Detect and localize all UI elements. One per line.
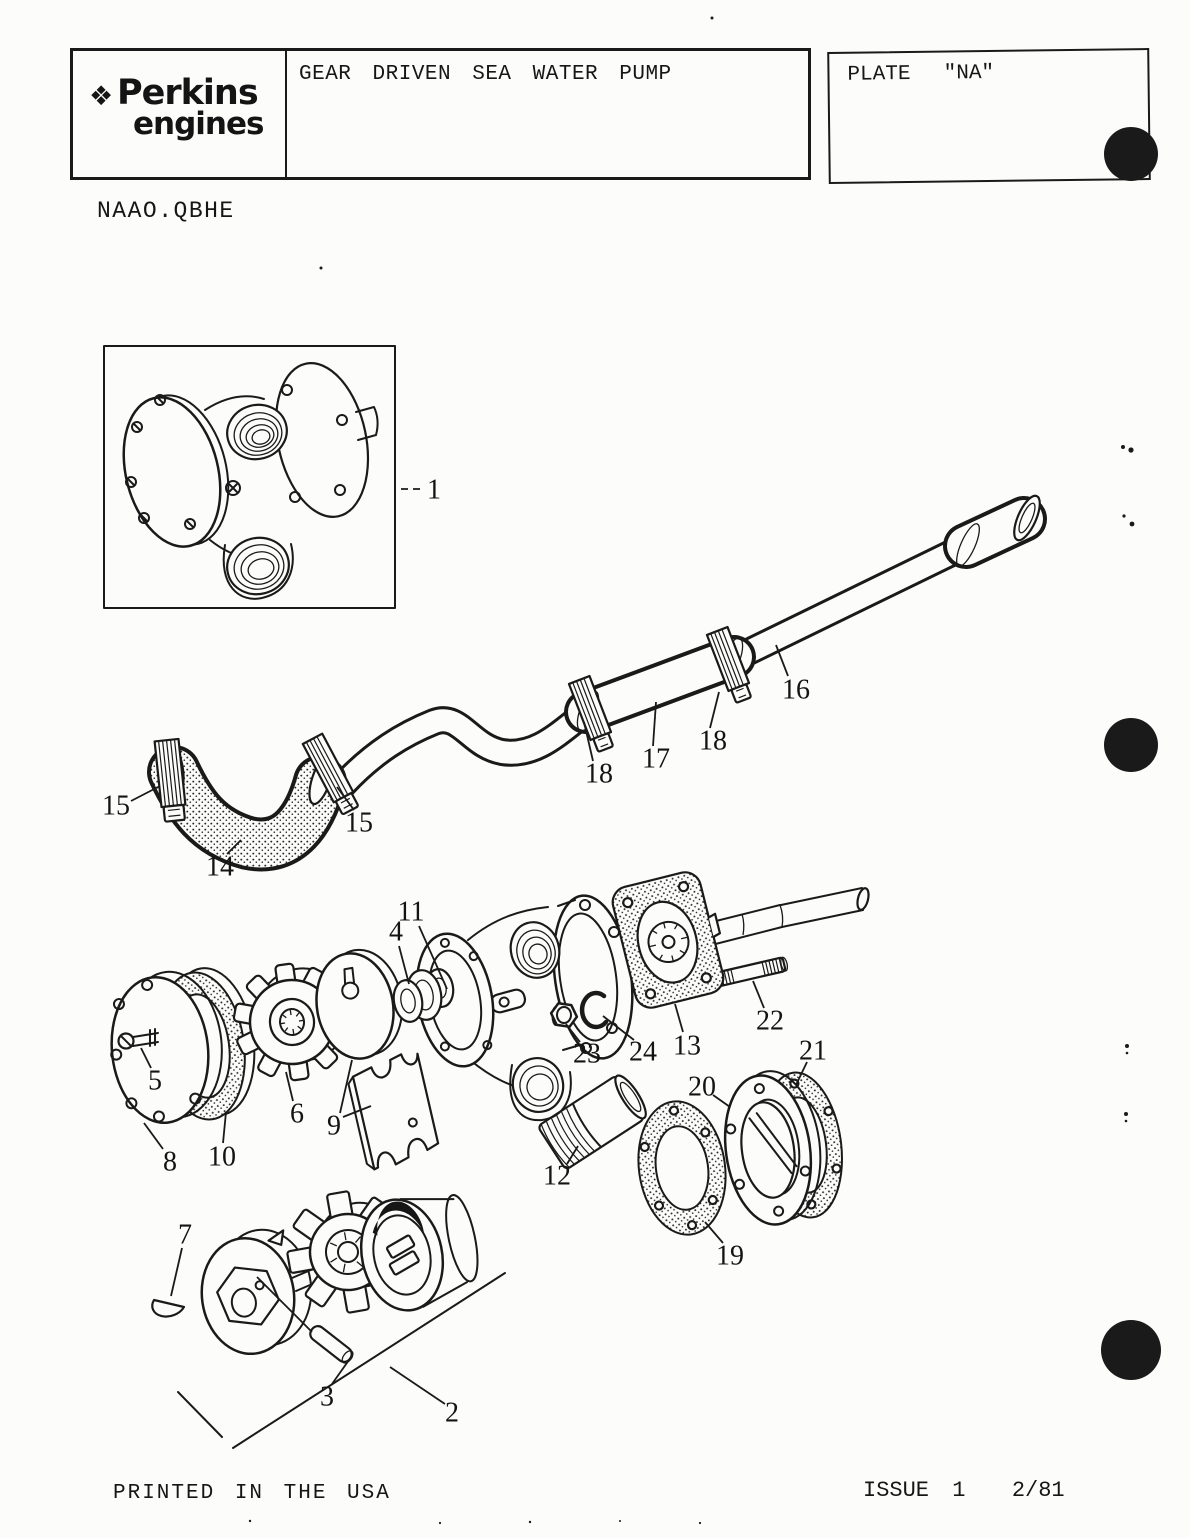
part-flange-20: [723, 1070, 822, 1226]
brand-name-line2: engines: [133, 106, 264, 142]
part-gasket-13: [611, 871, 725, 1009]
callout-label-13: 13: [673, 1031, 701, 1062]
callout-leader-12: [566, 1145, 579, 1165]
callout-label-4: 4: [389, 917, 403, 948]
callout-label-3: 3: [320, 1382, 334, 1413]
part-clamp-18-right: [705, 625, 752, 704]
part-water-pipe-16: [330, 494, 1047, 798]
callout-leader-18: [583, 721, 594, 762]
part-stud-22: [713, 956, 789, 988]
callout-label-2: 2: [445, 1398, 459, 1429]
callout-label-23: 23: [573, 1039, 601, 1070]
callout-leader-7: [170, 1247, 183, 1297]
callout-leader-16: [775, 644, 789, 677]
callout-leader-14: [226, 839, 242, 855]
part-impeller-6: [232, 962, 352, 1082]
extra-leader-0: [342, 1105, 372, 1118]
callout-leader-19: [704, 1221, 724, 1244]
callout-label-11: 11: [398, 897, 425, 928]
callout-label-5: 5: [148, 1066, 162, 1097]
part-gasket-19: [637, 1100, 727, 1236]
callout-leader-5: [140, 1047, 152, 1069]
callout-leader-6: [285, 1071, 294, 1102]
callout-leader-10: [222, 1111, 227, 1144]
part-adapter-12: [538, 1074, 647, 1170]
assembly-bracket-2: [177, 1272, 506, 1449]
callout-label-20: 20: [688, 1072, 716, 1103]
engine-code-stamp: NAAO.QBHE: [97, 198, 235, 224]
callout-label-8: 8: [163, 1147, 177, 1178]
part-clamp-18-left: [567, 674, 614, 753]
punch-hole-dot-0: [1104, 127, 1158, 181]
callout-leader-15: [336, 786, 355, 811]
callout-label-15: 15: [345, 808, 373, 839]
brand-name-line1: Perkins: [117, 73, 259, 113]
callout-leader-11: [418, 925, 448, 990]
callout-leader-13: [674, 1003, 684, 1033]
callout-label-6: 6: [290, 1099, 304, 1130]
callout-label-1: 1: [427, 475, 441, 506]
cover-screws-inset: [125, 394, 241, 530]
callout-label-10: 10: [208, 1142, 236, 1173]
part-cam-9: [347, 1052, 440, 1171]
callout-leader-23: [565, 1023, 581, 1043]
part-pin-3: [309, 1325, 354, 1364]
extra-leader-1: [256, 1276, 313, 1333]
callout-leader-4: [398, 945, 410, 985]
callout-label-24: 24: [629, 1037, 657, 1068]
callout-leader-17: [652, 701, 657, 747]
callout-label-14: 14: [206, 852, 234, 883]
issue-label: ISSUE 1 2/81: [863, 1478, 1065, 1503]
part-key-7: [151, 1298, 186, 1318]
part-wear-plate: [315, 948, 404, 1060]
callout-label-18: 18: [585, 759, 613, 790]
perkins-logo: ❖ Perkins engines: [73, 51, 285, 177]
callout-leader-2: [389, 1366, 446, 1405]
punch-hole-dot-1: [1104, 718, 1158, 772]
callout-leader-22: [752, 980, 765, 1009]
callout-leader-8: [143, 1122, 164, 1150]
callout-label-15: 15: [102, 791, 130, 822]
part-coupling-drum: [359, 1194, 479, 1312]
part-clamp-15-left: [153, 737, 187, 823]
callout-label-21: 21: [799, 1036, 827, 1067]
callout-leader-24: [602, 1015, 635, 1041]
part-screw-5: [117, 1028, 159, 1050]
page-title: GEAR DRIVEN SEA WATER PUMP: [299, 63, 672, 86]
callout-label-19: 19: [716, 1241, 744, 1272]
perkins-emblem-icon: ❖: [89, 81, 114, 112]
callout-leader-20: [712, 1094, 731, 1108]
callout-label-12: 12: [543, 1161, 571, 1192]
callout-label-22: 22: [756, 1006, 784, 1037]
part-coupling-hub: [200, 1228, 313, 1356]
header-divider: [285, 51, 287, 177]
callout-label-9: 9: [327, 1111, 341, 1142]
printed-in-usa-label: PRINTED IN THE USA: [113, 1482, 391, 1505]
part-nut-23: [549, 1002, 579, 1028]
callout-leader-9: [339, 1059, 353, 1114]
callout-label-7: 7: [178, 1220, 192, 1251]
callout-label-18: 18: [699, 726, 727, 757]
callout-leader-15: [130, 785, 161, 802]
callout-label-16: 16: [782, 675, 810, 706]
callout-leader-18: [709, 691, 720, 729]
header-box: ❖ Perkins engines GEAR DRIVEN SEA WATER …: [70, 48, 811, 180]
callout-label-17: 17: [642, 744, 670, 775]
scan-specks: [248, 16, 1135, 1525]
callout-leader-21: [795, 1061, 808, 1086]
part-seal-stack: [392, 968, 455, 1023]
punch-hole-dot-2: [1101, 1320, 1161, 1380]
callout-leader-3: [331, 1359, 350, 1385]
part-pump-assembly-inset: [103, 345, 396, 609]
part-seal-24: [579, 990, 609, 1030]
